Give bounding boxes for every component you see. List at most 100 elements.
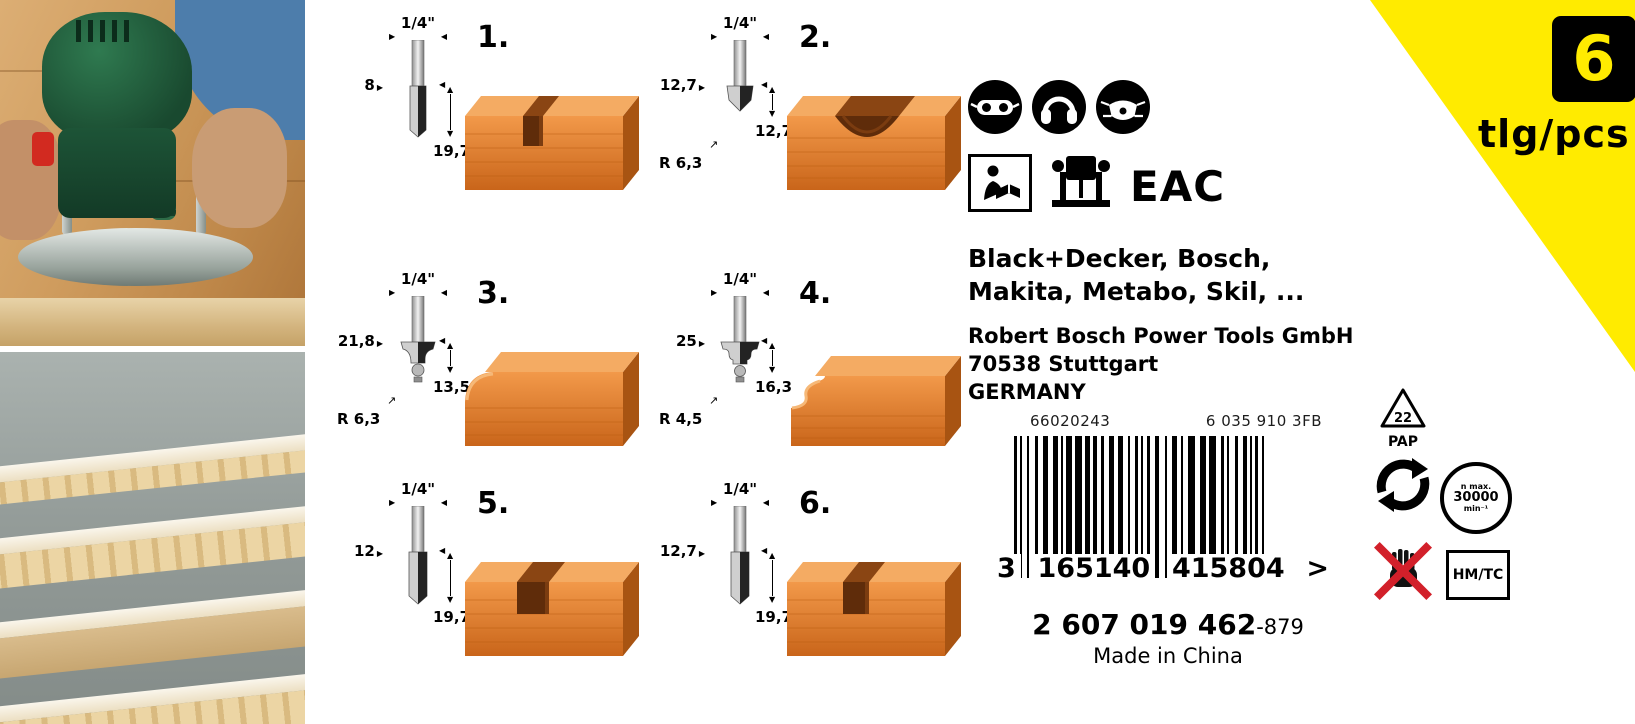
bit-cell-5: 1/4" ▶ ◀ 12▶ ◀ ▲▼ 19,7 5.	[325, 478, 643, 718]
mfr-country: GERMANY	[968, 380, 1086, 405]
arrow-left-icon: ◀	[440, 498, 447, 507]
read-manual-icon	[968, 154, 1032, 212]
bit-cell-1: 1/4" ▶ ◀ 8▶ ◀ ▲▼ 19,7 1.	[325, 12, 643, 252]
arrow-right-icon: ▶	[698, 549, 705, 558]
radius-dimension: R 4,5	[659, 410, 703, 428]
arrow-right-icon: ▶	[711, 32, 718, 41]
manual-and-cert-row: EAC	[968, 150, 1225, 212]
depth-dimension: 19,7	[755, 608, 793, 626]
safety-icons-row	[968, 80, 1150, 134]
arrow-left-icon: ◀	[761, 546, 768, 555]
bit-number: 3.	[477, 276, 510, 311]
barcode-bars	[1014, 436, 1314, 578]
depth-dimension-line: ▲▼	[769, 85, 776, 118]
dust-mask-icon	[1096, 80, 1150, 134]
shank-size-label: 1/4"	[400, 270, 436, 288]
bit-cell-4: 1/4" ▶ ◀ 25▶ ◀ ▲▼ 16,3 ↗ R 4,5 4.	[647, 268, 965, 508]
hmtc-mark: HM/TC	[1446, 550, 1510, 600]
router-bit-straight-icon	[408, 506, 428, 605]
router-bit-ogee-icon	[720, 296, 760, 383]
arrow-right-icon: ▶	[389, 498, 396, 507]
bit-figure-straight: 1/4" ▶ ◀ 8▶ ◀ ▲▼ 19,7	[353, 14, 483, 229]
bit-number: 1.	[477, 20, 510, 55]
board-slab	[0, 665, 305, 724]
eac-logo: EAC	[1130, 162, 1226, 211]
code-right: 6 035 910 3FB	[1205, 412, 1322, 430]
arrow-left-icon: ◀	[762, 498, 769, 507]
arrow-left-icon: ◀	[761, 336, 768, 345]
piece-count: 6	[1572, 22, 1616, 95]
profile-roundover-illustration	[465, 352, 639, 446]
no-hand-contact-icon	[1372, 540, 1434, 602]
barcode-digits: 3 165140 415804 >	[992, 552, 1334, 584]
bit-cell-6: 1/4" ▶ ◀ 12,7▶ ◀ ▲▼ 19,7 6.	[647, 478, 965, 718]
nmax-value: 30000	[1453, 490, 1499, 506]
router-body	[58, 128, 176, 218]
compat-line2: Makita, Metabo, Skil, ...	[968, 276, 1305, 306]
bit-number: 2.	[799, 20, 832, 55]
bit-cell-2: 1/4" ▶ ◀ 12,7▶ ◀ ▲▼ 12,7 ↗ R 6,3 2.	[647, 12, 965, 252]
depth-dimension: 12,7	[755, 122, 793, 140]
shank-size-label: 1/4"	[400, 480, 436, 498]
depth-dimension-line: ▲▼	[769, 551, 776, 604]
vent-slot	[124, 20, 129, 42]
piece-count-badge: 6	[1552, 16, 1635, 102]
radius-dimension: R 6,3	[337, 410, 381, 428]
router-bit-straight-icon	[730, 506, 750, 605]
compatibility-text: Black+Decker, Bosch, Makita, Metabo, Ski…	[968, 243, 1388, 308]
shank-size-label: 1/4"	[722, 480, 758, 498]
arrow-right-icon: ▶	[711, 288, 718, 297]
width-dimension: 12,7▶	[659, 542, 705, 560]
recycling-pap-mark: 22 PAP	[1372, 386, 1434, 449]
arrow-left-icon: ◀	[439, 336, 446, 345]
depth-dimension-line: ▲▼	[447, 341, 454, 374]
ear-protection-icon	[1032, 80, 1086, 134]
bit-cell-3: 1/4" ▶ ◀ 21,8▶ ◀ ▲▼ 13,5 ↗ R 6,3 3.	[325, 268, 643, 508]
ean-barcode: 3 165140 415804 >	[992, 436, 1334, 584]
vent-slot	[88, 20, 93, 42]
shank-size-label: 1/4"	[722, 270, 758, 288]
arrow-left-icon: ◀	[439, 546, 446, 555]
vent-slot	[100, 20, 105, 42]
depth-dimension-line: ▲▼	[769, 341, 776, 374]
piece-count-unit: tlg/pcs	[1478, 112, 1630, 156]
profile-cove-illustration	[787, 96, 961, 190]
router-bit-cove-icon	[726, 40, 754, 112]
part-number-main: 2 607 019 462	[1032, 608, 1257, 641]
mfr-city: 70538 Stuttgart	[968, 352, 1159, 377]
pap-label: PAP	[1387, 434, 1419, 450]
photo-wood-boards	[0, 352, 305, 724]
depth-dimension: 16,3	[755, 378, 793, 396]
origin-text: Made in China	[1093, 644, 1243, 668]
manufacturer-address: Robert Bosch Power Tools GmbH 70538 Stut…	[968, 322, 1388, 406]
depth-dimension-line: ▲▼	[447, 551, 454, 604]
width-dimension: 8▶	[364, 76, 383, 94]
radius-arrow-icon: ↗	[709, 394, 719, 407]
barcode-lead-digit: 3	[992, 554, 1021, 584]
max-speed-mark: n max. 30000 min⁻¹	[1440, 462, 1512, 534]
width-dimension: 12▶	[353, 542, 383, 560]
bit-diagram-grid: 1/4" ▶ ◀ 8▶ ◀ ▲▼ 19,7 1.	[325, 0, 970, 724]
bit-figure-ogee: 1/4" ▶ ◀ 25▶ ◀ ▲▼ 16,3 ↗ R 4,5	[659, 270, 805, 485]
recycling-triangle-icon: 22	[1380, 388, 1426, 428]
pap-number: 22	[1394, 411, 1412, 426]
arrow-right-icon: ▶	[376, 83, 383, 92]
arrow-right-icon: ▶	[389, 288, 396, 297]
bit-figure-cove: 1/4" ▶ ◀ 12,7▶ ◀ ▲▼ 12,7 ↗ R 6,3	[659, 14, 805, 229]
arrow-left-icon: ◀	[762, 32, 769, 41]
bit-number: 6.	[799, 486, 832, 521]
arrow-left-icon: ◀	[762, 288, 769, 297]
arrow-right-icon: ▶	[698, 339, 705, 348]
radius-arrow-icon: ↗	[709, 138, 719, 151]
vent-slot	[112, 20, 117, 42]
router-pictogram-icon	[1052, 156, 1110, 207]
safety-goggles-icon	[968, 80, 1022, 134]
arrow-left-icon: ◀	[439, 80, 446, 89]
green-dot-icon	[1376, 458, 1430, 512]
shank-size-label: 1/4"	[400, 14, 436, 32]
compat-line1: Black+Decker, Bosch,	[968, 244, 1271, 273]
shank-size-label: 1/4"	[722, 14, 758, 32]
arrow-left-icon: ◀	[440, 288, 447, 297]
router-baseplate	[18, 228, 253, 286]
arrow-left-icon: ◀	[440, 32, 447, 41]
